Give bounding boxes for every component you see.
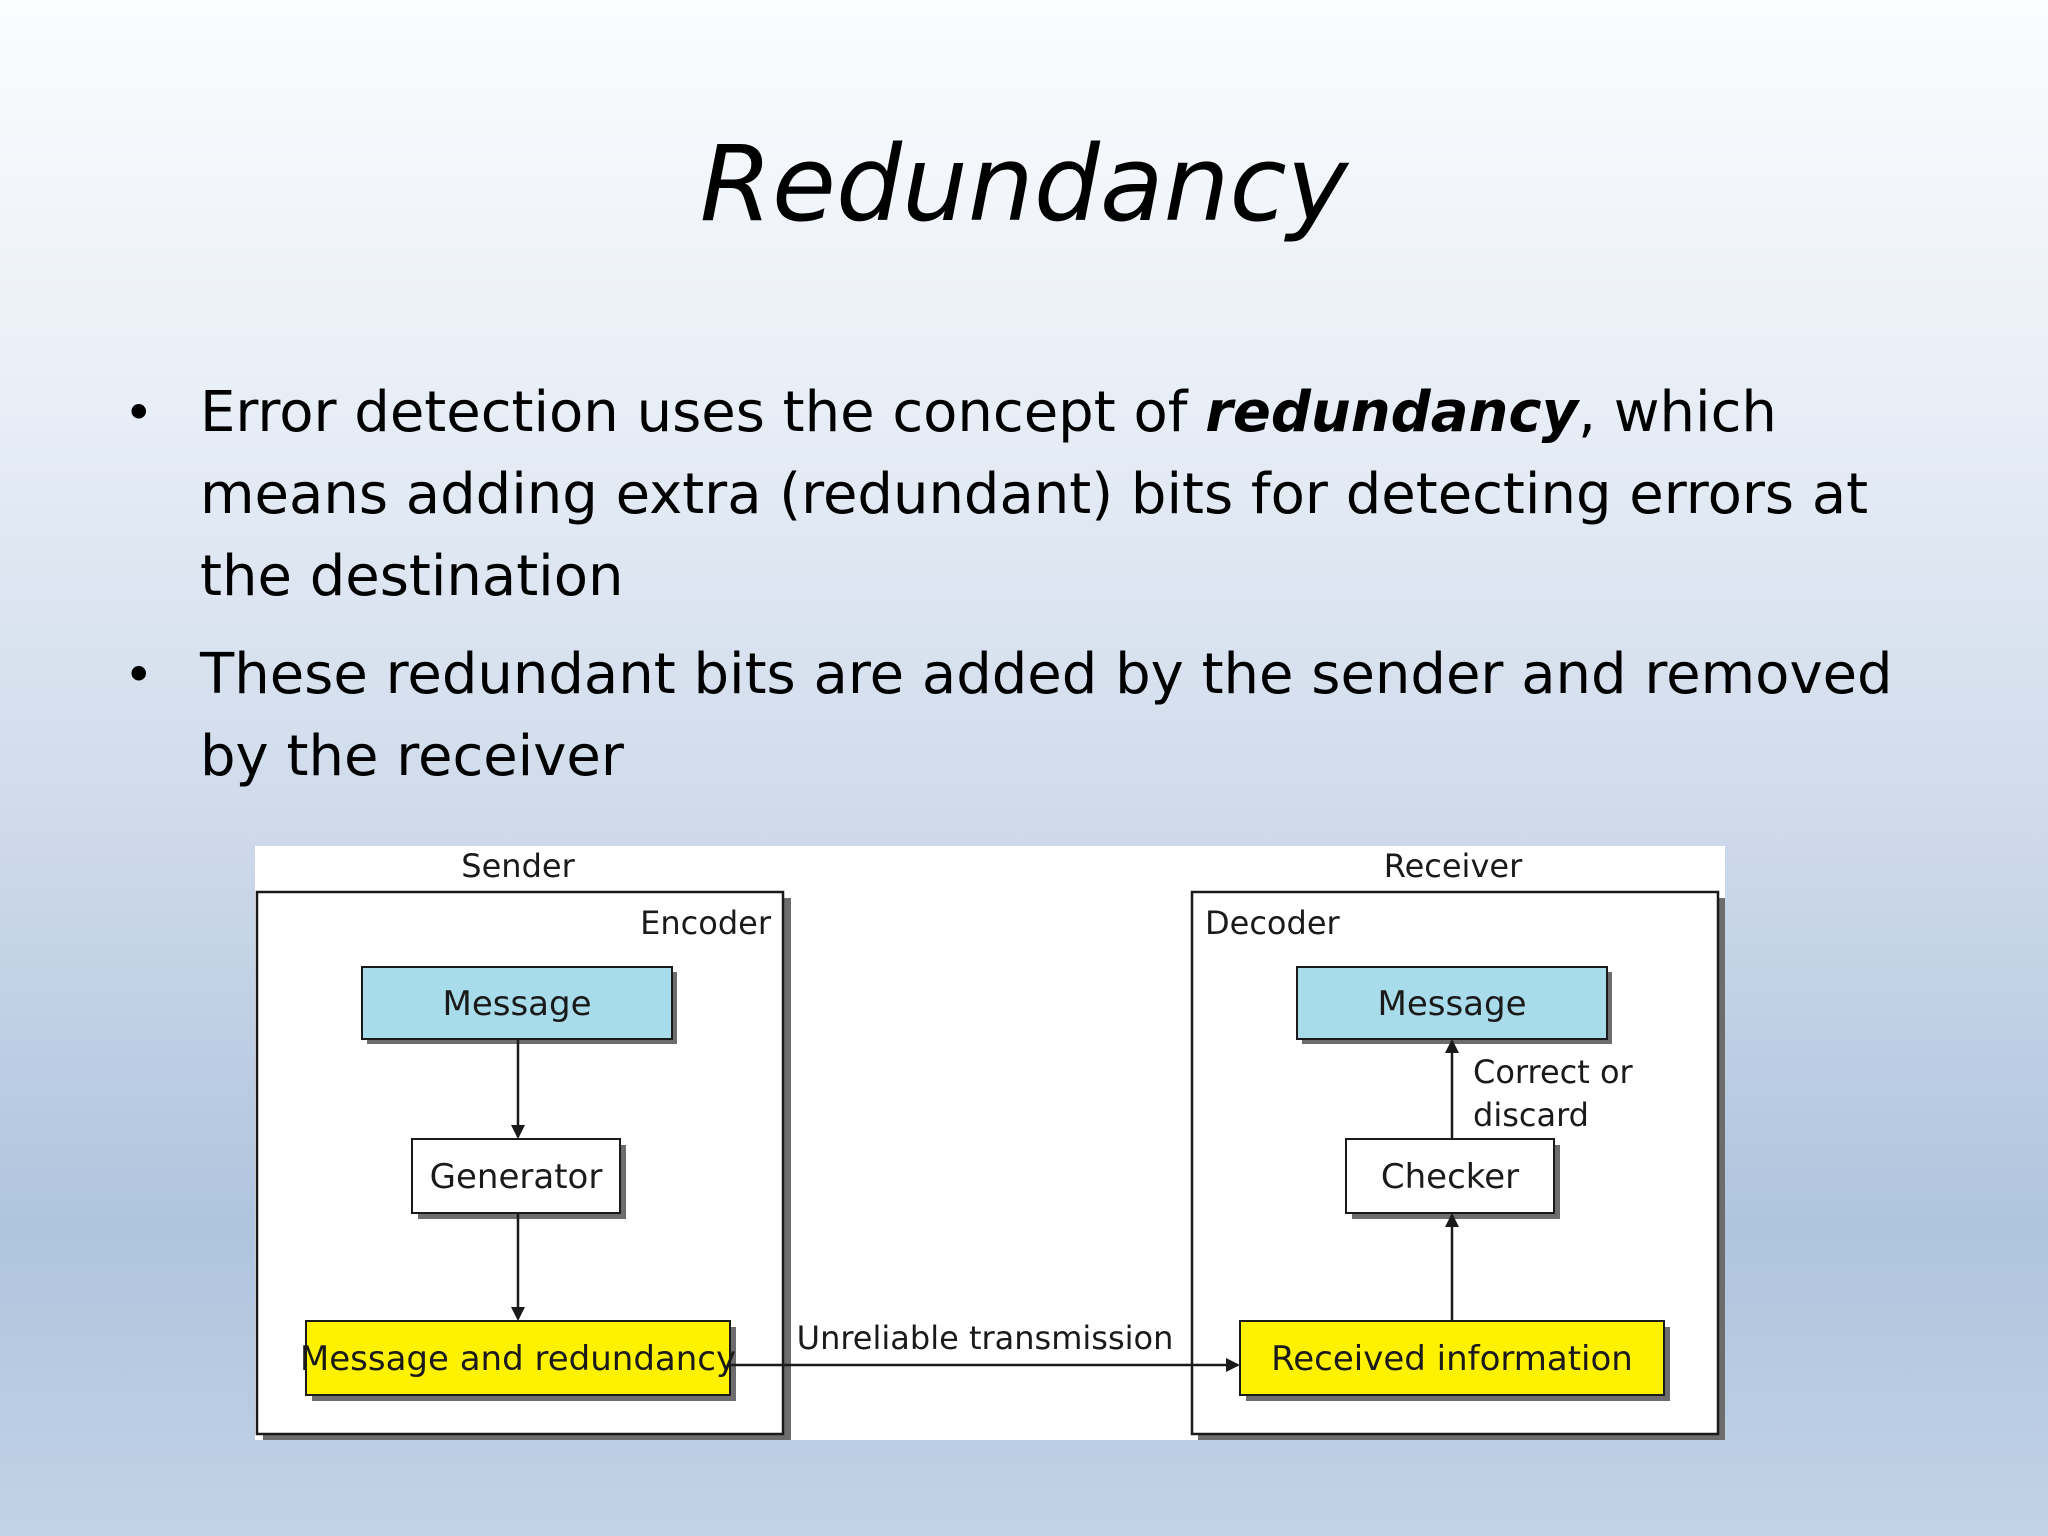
received-info-box xyxy=(1239,1320,1665,1396)
receiver-message-box xyxy=(1296,966,1608,1040)
receiver-label: Receiver xyxy=(1384,847,1523,885)
correct-or-discard-line2: discard xyxy=(1473,1096,1589,1134)
sender-label: Sender xyxy=(461,847,575,885)
generator-text: Generator xyxy=(430,1157,603,1197)
bullet-1-text-before: Error detection uses the concept of xyxy=(200,380,1206,445)
message-redundancy-text: Message and redundancy xyxy=(300,1339,736,1379)
message-redundancy-box xyxy=(305,1320,731,1396)
checker-text: Checker xyxy=(1381,1157,1519,1197)
redundancy-diagram: Sender Receiver Encoder Decoder Message … xyxy=(255,846,1725,1440)
bullet-1-emphasis: redundancy xyxy=(1205,380,1579,445)
transmission-label: Unreliable transmission xyxy=(797,1319,1174,1357)
checker-box xyxy=(1345,1138,1555,1214)
bullet-item-2: • These redundant bits are added by the … xyxy=(120,634,1940,798)
bullet-item-1: • Error detection uses the concept of re… xyxy=(120,372,1940,618)
bullet-dot-icon: • xyxy=(124,384,154,442)
sender-message-box xyxy=(361,966,673,1040)
bullet-1-text-after: , which means adding extra (redundant) b… xyxy=(200,380,1869,609)
received-info-text: Received information xyxy=(1271,1339,1633,1379)
receiver-message-text: Message xyxy=(1377,984,1526,1024)
slide-title: Redundancy xyxy=(699,123,1349,245)
bullet-dot-icon: • xyxy=(124,646,154,704)
sender-message-text: Message xyxy=(442,984,591,1024)
decoder-label: Decoder xyxy=(1205,904,1341,942)
correct-or-discard-line1: Correct or xyxy=(1473,1053,1634,1091)
encoder-label: Encoder xyxy=(640,904,772,942)
diagram-svg: Sender Receiver Encoder Decoder Message … xyxy=(255,847,1725,1440)
bullet-list: • Error detection uses the concept of re… xyxy=(120,372,1940,814)
bullet-2-text: These redundant bits are added by the se… xyxy=(200,642,1893,789)
generator-box xyxy=(411,1138,621,1214)
